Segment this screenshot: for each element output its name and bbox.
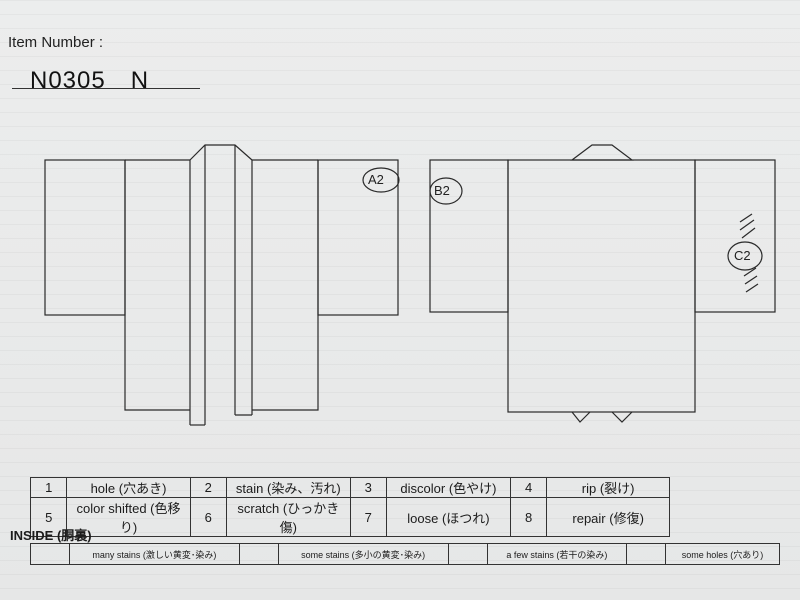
legend-number: 3 <box>349 477 387 498</box>
item-number-label: Item Number : <box>8 34 104 51</box>
legend-label: rip (裂け) <box>546 477 670 498</box>
legend-row: 1 hole (穴あき) 2 stain (染み、汚れ) 3 discolor … <box>29 477 670 498</box>
inside-checkbox[interactable] <box>30 543 70 565</box>
front-left-body-edge <box>124 160 190 411</box>
inside-row: many stains (激しい黄変･染み) some stains (多小の黄… <box>30 543 780 565</box>
inside-label: some stains (多小の黄変･染み) <box>277 543 449 565</box>
legend-label: stain (染み、汚れ) <box>225 477 351 498</box>
mark-circle-b2 <box>429 177 463 205</box>
mark-circle-a2 <box>362 167 400 193</box>
legend-label: repair (修復) <box>546 497 670 537</box>
legend-number: 6 <box>189 497 227 537</box>
front-right-sleeve <box>317 159 399 316</box>
hatch-marks-c2 <box>739 213 759 293</box>
legend-number: 7 <box>349 497 387 537</box>
legend-number: 2 <box>189 477 227 498</box>
legend-label: loose (ほつれ) <box>385 497 511 537</box>
mark-label-c2: C2 <box>734 248 751 263</box>
inside-label: some holes (穴あり) <box>665 543 780 565</box>
back-hem-left-tab <box>571 411 591 423</box>
legend-row: 5 color shifted (色移り) 6 scratch (ひっかき傷) … <box>29 497 670 537</box>
back-right-sleeve <box>694 159 776 313</box>
legend-label: discolor (色やけ) <box>385 477 511 498</box>
legend-number: 4 <box>509 477 548 498</box>
legend-label: hole (穴あき) <box>66 477 191 498</box>
front-collar-top <box>189 144 253 161</box>
front-view-outline <box>44 144 399 426</box>
front-left-sleeve <box>44 159 126 316</box>
item-number-underline <box>12 88 200 89</box>
legend-number: 5 <box>29 497 68 537</box>
back-hem-right-tab <box>611 411 633 423</box>
front-right-body-edge <box>252 160 319 411</box>
back-view-outline <box>429 144 776 423</box>
inside-section-title: INSIDE (胴裏) <box>10 528 92 543</box>
inside-checkbox[interactable] <box>447 543 488 565</box>
mark-circle-c2 <box>727 241 763 271</box>
inside-checkbox[interactable] <box>626 543 667 565</box>
item-number-value: N0305 N <box>30 67 150 94</box>
inside-label: a few stains (若干の染み) <box>486 543 628 565</box>
legend-number: 8 <box>509 497 548 537</box>
mark-label-a2: A2 <box>368 172 384 187</box>
inside-condition-table: many stains (激しい黄変･染み) some stains (多小の黄… <box>30 543 780 565</box>
back-collar <box>570 144 634 161</box>
damage-legend-table: 1 hole (穴あき) 2 stain (染み、汚れ) 3 discolor … <box>29 477 670 537</box>
legend-label: scratch (ひっかき傷) <box>225 497 351 537</box>
legend-number: 1 <box>29 477 68 498</box>
back-body <box>507 159 696 413</box>
mark-label-b2: B2 <box>434 183 450 198</box>
inside-checkbox[interactable] <box>238 543 279 565</box>
inside-label: many stains (激しい黄変･染み) <box>69 543 240 565</box>
